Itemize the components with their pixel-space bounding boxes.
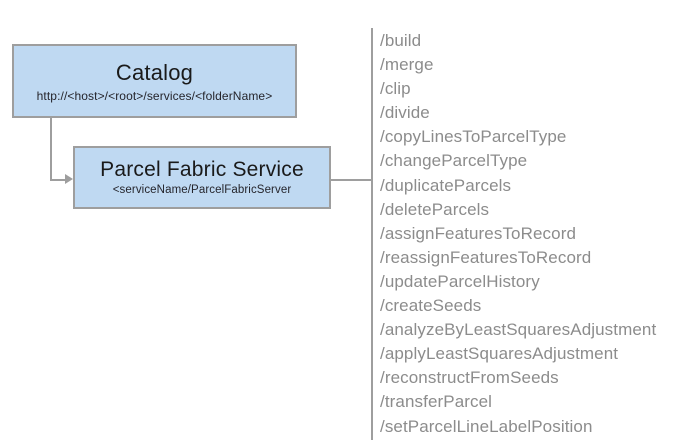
list-item[interactable]: /applyLeastSquaresAdjustment bbox=[380, 344, 619, 364]
node-parcel-fabric-service-title: Parcel Fabric Service bbox=[100, 157, 304, 181]
list-item[interactable]: /assignFeaturesToRecord bbox=[380, 223, 577, 243]
node-catalog-title: Catalog bbox=[115, 60, 194, 85]
connector-catalog-horizontal bbox=[50, 179, 67, 181]
node-catalog[interactable]: Catalog http://<host>/<root>/services/<f… bbox=[12, 44, 297, 118]
operations-divider bbox=[371, 28, 373, 440]
node-catalog-url: http://<host>/<root>/services/<folderNam… bbox=[36, 89, 273, 103]
list-item[interactable]: /build bbox=[380, 31, 422, 50]
connector-catalog-vertical bbox=[50, 118, 52, 180]
list-item[interactable]: /merge bbox=[380, 55, 434, 75]
list-item[interactable]: /reassignFeaturesToRecord bbox=[380, 247, 592, 267]
list-item[interactable]: /reconstructFromSeeds bbox=[380, 368, 559, 388]
list-item[interactable]: /copyLinesToParcelType bbox=[380, 127, 567, 147]
list-item[interactable]: /analyzeByLeastSquaresAdjustment bbox=[380, 320, 657, 340]
list-item[interactable]: /duplicateParcels bbox=[380, 175, 512, 195]
list-item[interactable]: /transferParcel bbox=[380, 392, 493, 412]
list-item[interactable]: /createSeeds bbox=[380, 296, 482, 316]
list-item[interactable]: /clip bbox=[380, 79, 411, 99]
list-item[interactable]: /changeParcelType bbox=[380, 151, 528, 171]
arrow-right-icon bbox=[65, 174, 73, 184]
list-item[interactable]: /setParcelLineLabelPosition bbox=[380, 416, 593, 436]
list-item[interactable]: /deleteParcels bbox=[380, 199, 490, 219]
operations-list: /build /merge /clip /divide /copyLinesTo… bbox=[380, 29, 686, 439]
list-item[interactable]: /divide bbox=[380, 103, 430, 123]
node-parcel-fabric-service-path: <serviceName/ParcelFabricServer bbox=[112, 183, 292, 196]
connector-service-to-operations bbox=[331, 179, 372, 181]
list-item[interactable]: /updateParcelHistory bbox=[380, 271, 540, 291]
node-parcel-fabric-service[interactable]: Parcel Fabric Service <serviceName/Parce… bbox=[73, 146, 331, 209]
